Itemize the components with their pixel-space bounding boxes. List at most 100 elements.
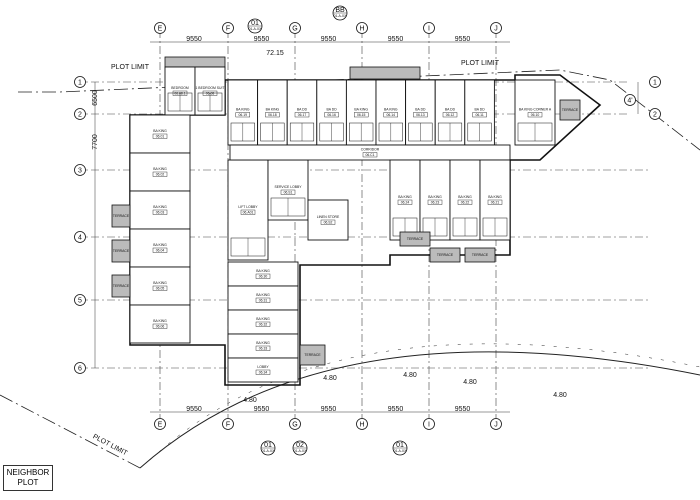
- room: BA KING CORNER A06.10: [514, 79, 556, 146]
- grid-bubble-3: [74, 164, 86, 176]
- room-label: BEDROOM: [171, 86, 189, 90]
- terrace-label: TERRACE: [407, 237, 424, 241]
- dimension-text: 4.80: [553, 392, 567, 399]
- room-tag: [427, 199, 443, 205]
- room-label: BA DD: [445, 108, 456, 112]
- room-tag: [362, 152, 378, 158]
- room-code: 06.22: [461, 200, 470, 204]
- grid-label: 3: [78, 167, 82, 174]
- room-tag: [413, 112, 428, 118]
- room-tag: [152, 133, 168, 139]
- room-label: BA KING: [488, 195, 502, 199]
- dimension-text: 9550: [254, 406, 270, 413]
- dimension-text: 9550: [455, 36, 471, 43]
- neighbor-line-2: PLOT: [17, 478, 39, 487]
- terrace-area: [111, 274, 131, 298]
- terrace-area: [111, 239, 131, 263]
- grid-bubble-4: [74, 231, 86, 243]
- terrace: TERRACE: [111, 239, 131, 263]
- room-code: 06.19: [239, 113, 248, 117]
- room-label: BA KING: [153, 167, 167, 171]
- room-label: BA KING: [153, 243, 167, 247]
- neighbor-line-1: NEIGHBOR: [6, 468, 50, 477]
- grid-label: J: [494, 25, 498, 32]
- section-sheet: 01-A-XX: [294, 449, 308, 453]
- room-code: 06.04: [156, 248, 165, 252]
- room-outline: [129, 152, 191, 192]
- grid-label: I: [428, 421, 430, 428]
- room-tag: [280, 189, 296, 195]
- room-tag: [255, 369, 271, 375]
- grid-label: 5: [78, 297, 82, 304]
- room-label: BA KING: [153, 319, 167, 323]
- room-tag: [354, 112, 369, 118]
- grid-label: E: [158, 25, 163, 32]
- section-marks: 0101-A-XX0101-A-XX0201-A-XX0101-A-XXBB01…: [247, 5, 408, 456]
- room-tag: [487, 199, 503, 205]
- room-label: BA KING: [153, 205, 167, 209]
- section-id: 02: [296, 442, 304, 449]
- terrace: TERRACE: [464, 247, 496, 263]
- section-sheet: 01-A-XX: [394, 449, 408, 453]
- room-code: 06.12: [446, 113, 455, 117]
- grid-bubble-E: [154, 22, 166, 34]
- grid-bubble-2: [74, 108, 86, 120]
- room-code: 06.23: [431, 200, 440, 204]
- dimension-text: 72.15: [266, 50, 284, 57]
- grid-label: J: [494, 421, 498, 428]
- room-outline: [129, 114, 191, 154]
- room-label: BA DD: [327, 108, 338, 112]
- grid-bubble-4prime: [624, 94, 636, 106]
- room-label: BA KING: [384, 108, 398, 112]
- section-id: 01: [396, 442, 404, 449]
- terrace-label: TERRACE: [304, 353, 321, 357]
- grid-bubble-1: [74, 76, 86, 88]
- grid-label: F: [226, 25, 230, 32]
- room-code: 06.31: [259, 298, 268, 302]
- room-tag: [255, 345, 271, 351]
- dimension-text: 9550: [388, 406, 404, 413]
- section-id: 01: [264, 442, 272, 449]
- room-label: BA KING: [354, 108, 368, 112]
- room-code: 06.S2: [324, 220, 333, 224]
- section-sheet: 01-A-XX: [334, 14, 348, 18]
- room-tag: [397, 199, 413, 205]
- room-label: BA DD: [297, 108, 308, 112]
- terrace-label: TERRACE: [113, 214, 130, 218]
- room-tag: [255, 321, 271, 327]
- room-label: BA KING: [153, 281, 167, 285]
- terrace-area: [299, 344, 326, 366]
- room-tag: [324, 112, 339, 118]
- grid-bubble-F: [222, 418, 234, 430]
- room-code: 06.06: [156, 324, 165, 328]
- room-code: 06.15: [357, 113, 366, 117]
- room-tag: [527, 112, 543, 118]
- dimension-text: 9550: [321, 406, 337, 413]
- grid-bubble-I: [423, 418, 435, 430]
- room-code: 06.02: [156, 172, 165, 176]
- terrace-area: [429, 247, 461, 263]
- room-tag: [152, 171, 168, 177]
- grid-label: F: [226, 421, 230, 428]
- room-tag: [383, 112, 398, 118]
- room-tag: [152, 209, 168, 215]
- grid-label: H: [359, 421, 364, 428]
- room-label: CORRIDOR: [361, 148, 380, 152]
- room-code: 06.32: [259, 322, 268, 326]
- room-tag: [255, 297, 271, 303]
- dimension-text: 9550: [321, 36, 337, 43]
- room-code: 06.16: [327, 113, 336, 117]
